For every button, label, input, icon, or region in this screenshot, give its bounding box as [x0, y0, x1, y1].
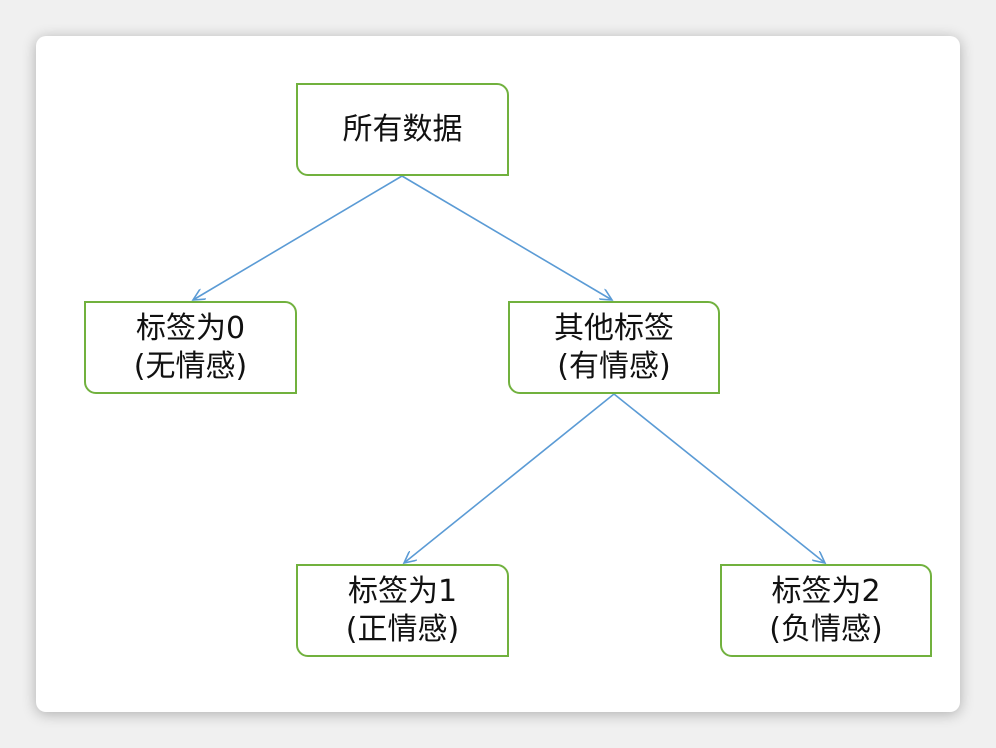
- node-other-labels-desc: (有情感): [557, 348, 671, 384]
- node-label-1: 标签为1 (正情感): [296, 564, 509, 657]
- node-other-labels: 其他标签 (有情感): [508, 301, 720, 394]
- node-all-data-label: 所有数据: [342, 111, 463, 147]
- node-other-labels-title: 其他标签: [554, 310, 674, 346]
- node-label-2: 标签为2 (负情感): [720, 564, 932, 657]
- node-label-2-desc: (负情感): [769, 611, 883, 647]
- node-label-1-title: 标签为1: [347, 573, 458, 609]
- edge-other-to-label1: [404, 393, 615, 563]
- node-label-1-desc: (正情感): [345, 611, 460, 647]
- node-label-2-title: 标签为2: [771, 573, 881, 609]
- node-label-0-title: 标签为0: [135, 310, 246, 346]
- node-all-data: 所有数据: [296, 83, 509, 176]
- edge-root-to-label0: [193, 175, 403, 300]
- node-label-0-desc: (无情感): [133, 348, 248, 384]
- edge-other-to-label2: [613, 393, 825, 563]
- node-label-0: 标签为0 (无情感): [84, 301, 297, 394]
- edge-root-to-other: [401, 175, 612, 300]
